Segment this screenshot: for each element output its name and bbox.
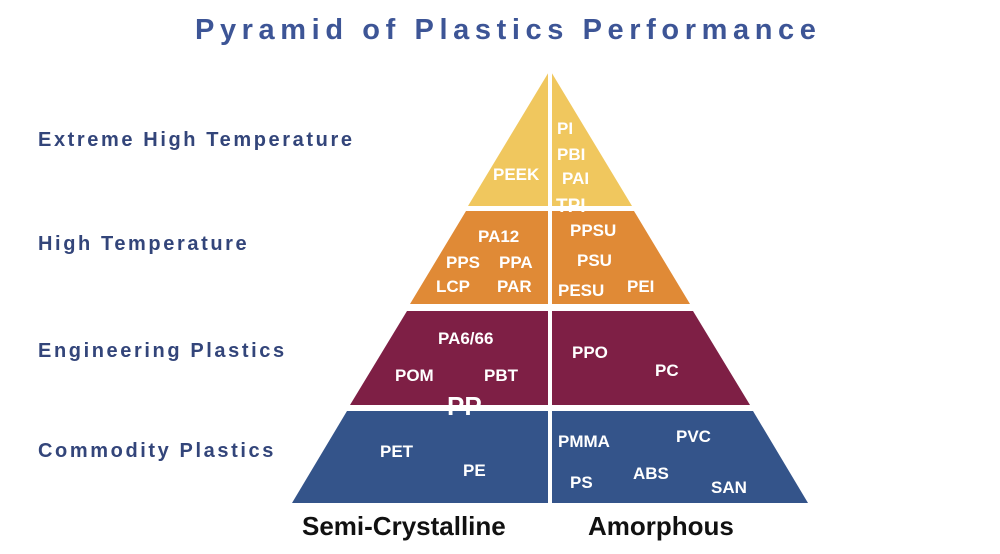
polymer-tpi: TPI [556, 196, 586, 217]
polymer-pai: PAI [562, 169, 589, 188]
polymer-abs: ABS [633, 464, 669, 483]
polymer-pa6-66: PA6/66 [438, 329, 493, 348]
polymer-pc: PC [655, 361, 679, 380]
polymer-pmma: PMMA [558, 432, 610, 451]
polymer-pp: PP [447, 391, 482, 421]
diagram-title: Pyramid of Plastics Performance [195, 14, 822, 46]
polymer-peek: PEEK [493, 165, 540, 184]
column-divider [548, 70, 552, 506]
polymer-pom: POM [395, 366, 434, 385]
polymer-pet: PET [380, 442, 414, 461]
polymer-pei: PEI [627, 277, 654, 296]
polymer-ppa: PPA [499, 253, 533, 272]
polymer-pa12: PA12 [478, 227, 519, 246]
polymer-pbt: PBT [484, 366, 519, 385]
column-label-amorphous: Amorphous [588, 511, 734, 541]
tier-label-high-temperature: High Temperature [38, 233, 250, 255]
polymer-pvc: PVC [676, 427, 711, 446]
tier-label-engineering-plastics: Engineering Plastics [38, 340, 287, 362]
polymer-san: SAN [711, 478, 747, 497]
polymer-pe: PE [463, 461, 486, 480]
polymer-lcp: LCP [436, 277, 470, 296]
polymer-ppo: PPO [572, 343, 608, 362]
column-label-semi-crystalline: Semi-Crystalline [302, 511, 506, 541]
polymer-pi: PI [557, 119, 573, 138]
polymer-ppsu: PPSU [570, 221, 616, 240]
tier-label-commodity-plastics: Commodity Plastics [38, 440, 276, 462]
tier-label-extreme-high-temperature: Extreme High Temperature [38, 129, 355, 151]
polymer-psu: PSU [577, 251, 612, 270]
polymer-pps: PPS [446, 253, 480, 272]
polymer-par: PAR [497, 277, 532, 296]
polymer-pbi: PBI [557, 145, 585, 164]
polymer-pesu: PESU [558, 281, 604, 300]
polymer-ps: PS [570, 473, 593, 492]
